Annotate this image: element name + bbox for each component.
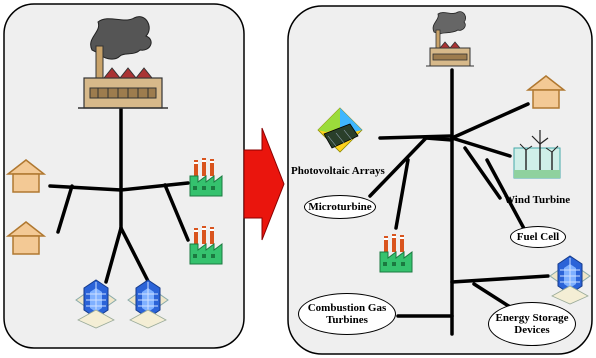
combustion-label-line1: Combustion Gas bbox=[307, 302, 387, 314]
wind-turbine-label: Wind Turbine bbox=[504, 194, 571, 206]
left-network-lines bbox=[48, 100, 190, 287]
fuel-cell-label: Fuel Cell bbox=[516, 231, 560, 243]
photovoltaic-icon bbox=[317, 107, 363, 153]
right-network-lines bbox=[368, 68, 550, 336]
storage-label-line2: Devices bbox=[514, 324, 550, 336]
transition-arrow bbox=[243, 127, 285, 241]
microturbine-oval: Microturbine bbox=[304, 195, 376, 219]
right-panel bbox=[287, 5, 593, 355]
left-panel bbox=[3, 3, 245, 349]
energy-storage-devices-oval: Energy Storage Devices bbox=[488, 302, 576, 346]
fuel-cell-oval: Fuel Cell bbox=[510, 226, 566, 248]
combustion-gas-turbines-oval: Combustion Gas Turbines bbox=[298, 293, 396, 335]
pv-label: Photovoltaic Arrays bbox=[291, 165, 385, 177]
microturbine-label: Microturbine bbox=[308, 201, 372, 213]
combustion-label-line2: Turbines bbox=[326, 314, 368, 326]
wind-turbine-icon bbox=[513, 130, 561, 179]
storage-label-line1: Energy Storage bbox=[495, 312, 569, 324]
